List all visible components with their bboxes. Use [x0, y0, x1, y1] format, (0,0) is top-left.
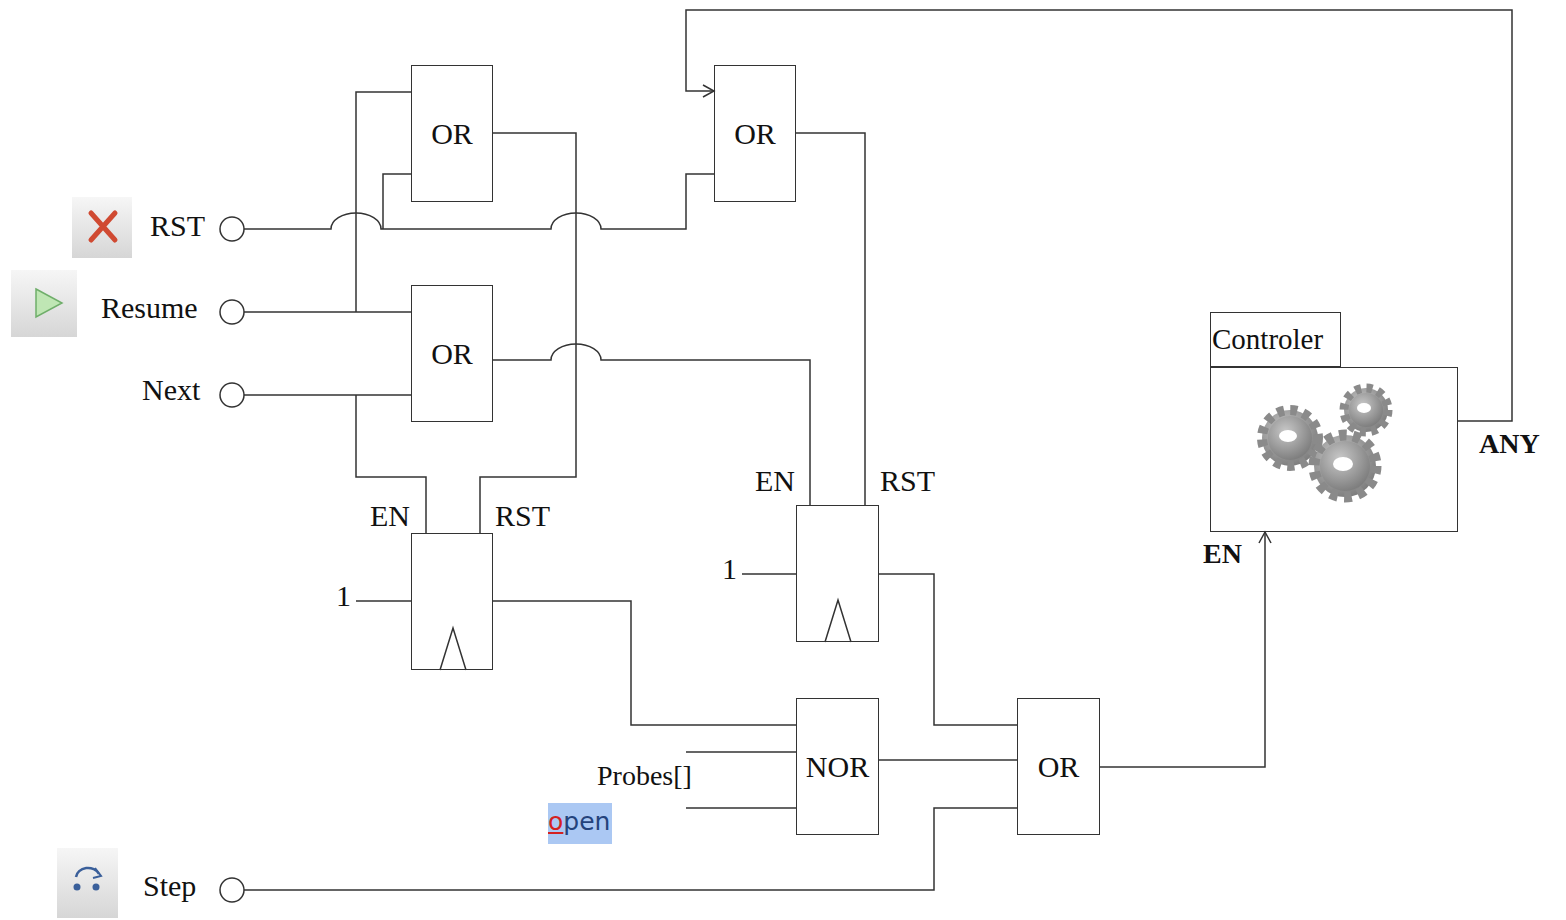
gate-label: OR	[431, 339, 473, 369]
block-heading: Controler	[1210, 312, 1341, 367]
constant-value: 1	[722, 554, 737, 584]
signal-wire	[879, 574, 1017, 725]
logic-gate: OR	[1017, 698, 1100, 835]
resume-icon	[11, 270, 77, 337]
bus-name: Probes[]	[597, 762, 692, 790]
logic-gate: NOR	[796, 698, 879, 835]
clock-symbol	[440, 628, 466, 670]
logic-gate: OR	[714, 65, 796, 202]
signal-wire	[796, 133, 865, 505]
signal-wire	[686, 10, 1512, 421]
gate-label: OR	[1038, 752, 1080, 782]
input-terminal	[220, 300, 244, 324]
input-terminal	[220, 878, 244, 902]
rst-branch-wire	[383, 174, 411, 229]
input-name: Next	[142, 375, 200, 405]
next-wire	[244, 395, 426, 533]
pin-name: RST	[880, 466, 935, 496]
flip-flop: ENRST	[411, 533, 493, 670]
signal-wire	[480, 133, 576, 533]
input-name: Step	[143, 871, 196, 901]
resume-wire	[244, 92, 411, 312]
input-terminal	[220, 217, 244, 241]
constant-value: 1	[336, 581, 351, 611]
flip-flop: ENRST	[796, 505, 879, 642]
pin-name: EN	[755, 466, 795, 496]
gate-label: OR	[431, 119, 473, 149]
gate-label: OR	[734, 119, 776, 149]
signal-wire	[493, 601, 796, 725]
input-terminal	[220, 383, 244, 407]
signal-wire	[493, 344, 810, 505]
step-icon	[57, 848, 118, 918]
pin-name: ANY	[1479, 430, 1540, 458]
clock-symbol	[825, 600, 851, 642]
signal-wire	[879, 759, 1017, 761]
pin-name: RST	[495, 501, 550, 531]
step-wire	[244, 808, 1017, 890]
controller-block: Controler	[1210, 312, 1458, 532]
input-name: Resume	[101, 293, 198, 323]
logic-gate: OR	[411, 285, 493, 422]
logic-gate: OR	[411, 65, 493, 202]
gate-label: NOR	[806, 752, 869, 782]
block-body	[1210, 367, 1458, 532]
signal-wire	[1100, 532, 1265, 767]
gears-illustration	[1262, 388, 1388, 497]
input-name: RST	[150, 211, 205, 241]
pin-name: EN	[370, 501, 410, 531]
editor-tooltip: open	[548, 803, 612, 844]
reset-icon	[72, 197, 132, 258]
pin-name: EN	[1203, 540, 1242, 568]
probes-wire	[686, 752, 796, 808]
